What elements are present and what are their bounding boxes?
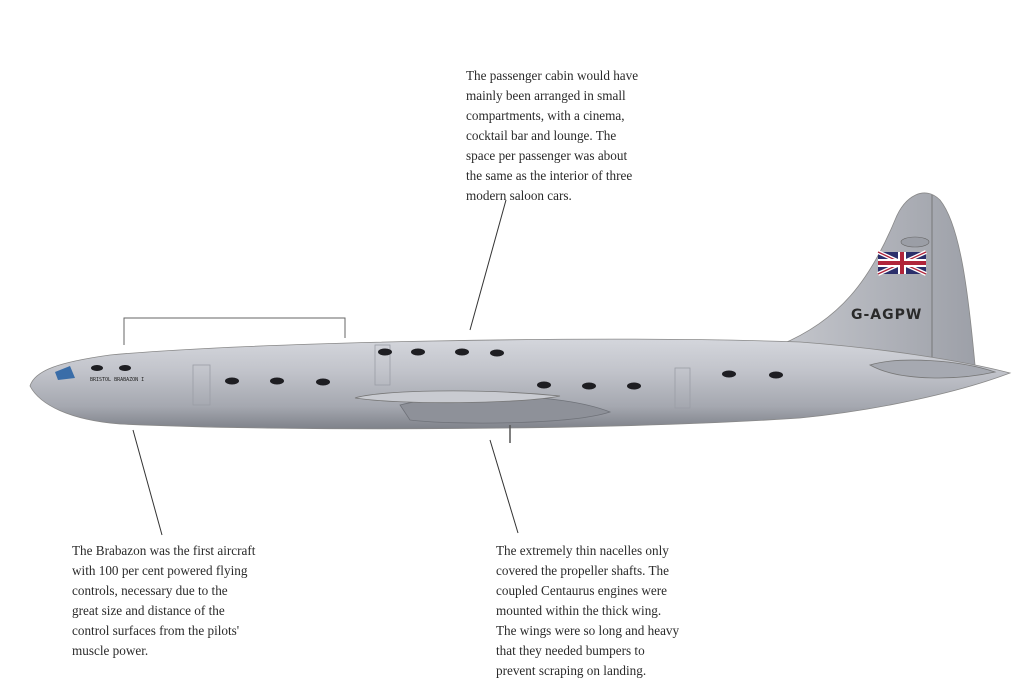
- registration-mark: G-AGPW: [851, 307, 922, 323]
- tail-fin: [779, 192, 976, 366]
- annotation-powered-controls: The Brabazon was the first aircraft with…: [72, 543, 256, 658]
- tailplane: [868, 359, 997, 379]
- cabin-windows: [91, 348, 783, 390]
- union-flag: [877, 250, 927, 276]
- cockpit-window: [55, 366, 75, 380]
- leader-line-controls: [132, 429, 163, 536]
- annotation-nacelles: The extremely thin nacelles only covered…: [496, 543, 680, 678]
- leader-line-cabin: [469, 199, 507, 331]
- leader-line-nacelles: [489, 439, 519, 534]
- fin-antenna-pod: [900, 236, 930, 248]
- aerial-wire: [123, 317, 346, 345]
- engine-nacelle: [354, 390, 561, 404]
- fuselage: [29, 338, 1012, 430]
- fuselage-panels: [192, 344, 691, 409]
- annotation-passenger-cabin: The passenger cabin would have mainly be…: [466, 68, 639, 203]
- fuselage-name: BRISTOL BRABAZON I: [90, 377, 144, 383]
